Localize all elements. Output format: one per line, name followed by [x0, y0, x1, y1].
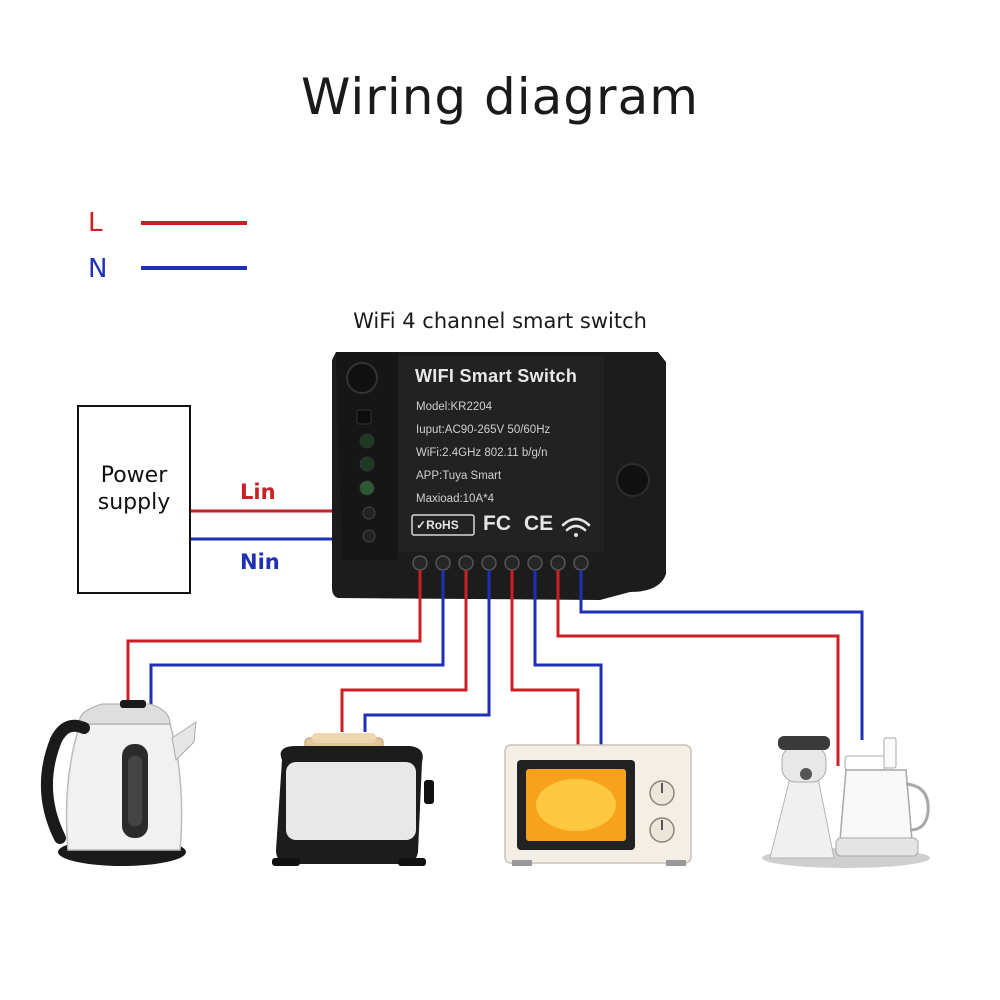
ce-mark: CE — [524, 512, 554, 535]
device-caption: WiFi 4 channel smart switch — [353, 309, 647, 333]
food-processor-icon — [762, 736, 930, 868]
page-title: Wiring diagram — [301, 68, 699, 126]
terminal-block — [412, 555, 589, 571]
microwave-icon — [504, 744, 692, 866]
nin-label: Nin — [240, 550, 280, 574]
legend-neutral-label: N — [88, 254, 108, 284]
spec-app: APP:Tuya Smart — [416, 470, 502, 482]
wifi-icon — [561, 517, 591, 537]
lin-label: Lin — [240, 480, 276, 504]
mount-hole-icon — [616, 463, 650, 497]
smart-switch-device — [332, 352, 666, 600]
device-brand-title: WIFI Smart Switch — [415, 366, 578, 386]
spec-model: Model:KR2204 — [416, 401, 493, 413]
kettle-icon — [40, 700, 197, 866]
input-wires — [191, 509, 352, 541]
power-supply-box — [77, 405, 191, 594]
output-wires — [126, 570, 864, 766]
toaster-icon — [272, 733, 434, 866]
rohs-text: RoHS — [426, 518, 459, 532]
power-supply-label: Power supply — [97, 463, 171, 515]
mount-hole-icon — [346, 362, 378, 394]
legend-live-label: L — [88, 208, 103, 238]
spec-wifi: WiFi:2.4GHz 802.11 b/g/n — [416, 447, 548, 459]
fc-mark: FC — [483, 512, 511, 535]
spec-maxload: Maxioad:10A*4 — [416, 493, 494, 505]
rohs-mark: ✓RoHS — [416, 518, 459, 532]
spec-input: Iuput:AC90-265V 50/60Hz — [416, 424, 551, 436]
